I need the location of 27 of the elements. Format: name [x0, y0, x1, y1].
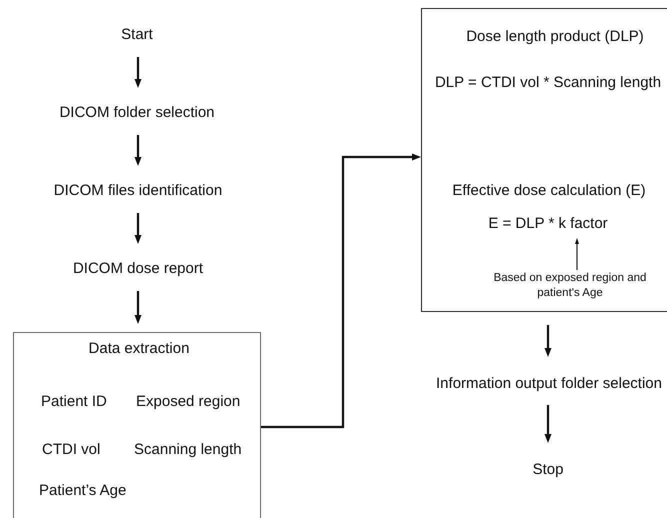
- note-text: Based on exposed region and patient's Age: [484, 271, 656, 301]
- step-label: Information output folder selection: [436, 375, 662, 393]
- arrow: [134, 57, 142, 88]
- step-label: DICOM dose report: [72, 260, 204, 278]
- formula-text: E = DLP * k factor: [488, 215, 608, 233]
- step-label: Start: [121, 26, 153, 44]
- step-label: Stop: [532, 461, 564, 479]
- formula-text: DLP = CTDI vol * Scanning length: [434, 74, 662, 92]
- field-label: Scanning length: [134, 441, 242, 459]
- arrow: [261, 154, 421, 428]
- field-label: Patient ID: [41, 393, 107, 411]
- field-label: Exposed region: [136, 393, 240, 411]
- arrow: [544, 405, 552, 443]
- process-box: [13, 332, 261, 518]
- field-label: Patient’s Age: [39, 482, 126, 500]
- step-label: DICOM files identification: [54, 182, 222, 200]
- box-heading: Dose length product (DLP): [466, 28, 644, 46]
- arrow: [544, 325, 552, 357]
- arrow: [134, 213, 142, 244]
- arrow: [134, 291, 142, 324]
- box-heading: Data extraction: [88, 340, 190, 358]
- field-label: CTDI vol: [42, 441, 100, 459]
- leader-arrow: [575, 238, 579, 270]
- process-box: [421, 8, 667, 312]
- arrow: [134, 135, 142, 166]
- box-heading: Effective dose calculation (E): [452, 182, 646, 200]
- step-label: DICOM folder selection: [59, 104, 215, 122]
